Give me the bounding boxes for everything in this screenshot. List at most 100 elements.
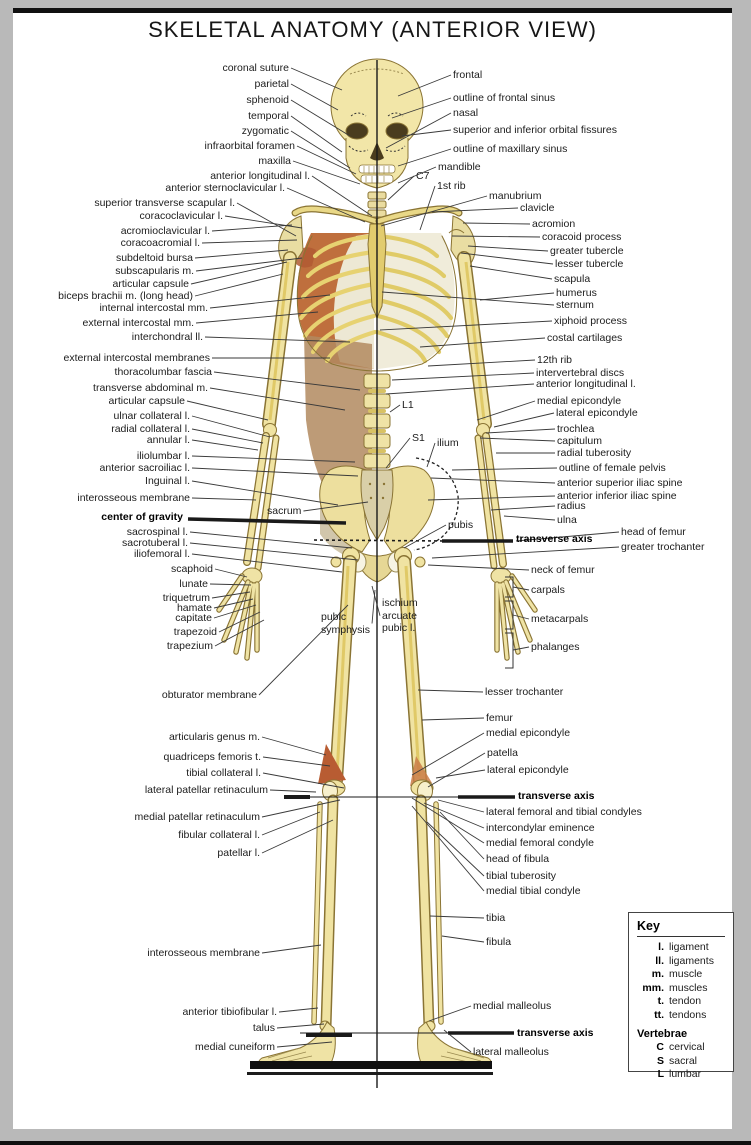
anatomy-label: tibia <box>486 912 506 924</box>
knee-muscle-right <box>410 756 432 786</box>
leader-line <box>261 944 322 954</box>
leader-line <box>292 160 361 185</box>
leader-line <box>417 689 484 693</box>
leader-line <box>429 915 485 919</box>
leader-line <box>397 74 452 97</box>
anatomy-label: medial cuneiform <box>195 1041 275 1053</box>
key-title: Key <box>637 919 725 937</box>
leader-line <box>490 505 556 511</box>
leader-line <box>189 542 359 561</box>
leader-line <box>385 383 535 395</box>
key-vertebrae-title: Vertebrae <box>637 1028 688 1040</box>
anatomy-label: lateral epicondyle <box>487 764 569 776</box>
leader-line <box>380 195 488 227</box>
anatomy-label: patellar l. <box>217 847 260 859</box>
leader-line <box>485 428 556 434</box>
anatomy-label: clavicle <box>520 202 555 214</box>
leader-line <box>439 811 485 860</box>
leader-line <box>214 619 265 647</box>
leader-line <box>218 611 261 633</box>
anatomy-label: Inguinal l. <box>145 475 190 487</box>
leader-line <box>411 805 485 892</box>
leader-line <box>201 239 298 244</box>
leader-line <box>401 129 452 137</box>
anatomy-label: iliolumbar l. <box>136 450 190 462</box>
leader-line <box>443 1029 472 1053</box>
legs <box>258 547 492 1066</box>
leader-line <box>261 819 334 854</box>
anatomy-label: articular capsule <box>108 395 185 407</box>
leader-line <box>191 467 359 477</box>
anatomy-label: thoracolumbar fascia <box>114 366 212 378</box>
key-row: t.tendon <box>637 995 725 1009</box>
leader-line <box>191 439 259 451</box>
anatomy-label: capitulum <box>557 435 602 447</box>
anatomy-label: greater tubercle <box>550 245 624 257</box>
reference-lines <box>187 60 515 1088</box>
key-meaning: lumbar <box>669 1068 702 1080</box>
leader-line <box>209 387 346 411</box>
leader-line <box>462 222 531 225</box>
female-pelvis-outline <box>413 457 459 551</box>
anatomy-label: interchondral ll. <box>131 331 203 343</box>
leader-line <box>211 591 251 599</box>
leader-line <box>276 1041 333 1048</box>
anatomy-label: iliofemoral l. <box>133 548 190 560</box>
anatomy-label: lateral malleolus <box>473 1046 549 1058</box>
anatomy-label: lateral patellar retinaculum <box>144 784 268 796</box>
leader-line <box>430 477 556 484</box>
leader-line <box>379 320 553 331</box>
anatomy-label: 12th rib <box>537 354 573 366</box>
anatomy-label: sacrotuberal l. <box>122 537 188 549</box>
anatomy-label: subscapularis m. <box>115 265 194 277</box>
arms <box>216 251 538 669</box>
anatomy-label: parietal <box>254 78 289 90</box>
leader-line <box>278 1007 319 1013</box>
leader-line <box>403 524 447 549</box>
anatomy-label: articular capsule <box>112 278 189 290</box>
anatomy-label: anterior longitudinal l. <box>210 170 310 182</box>
anatomy-label: anterior inferior iliac spine <box>557 490 677 502</box>
anatomy-label: lesser tubercle <box>555 258 624 270</box>
ground-line <box>247 1072 493 1075</box>
leader-line <box>451 235 541 238</box>
anatomy-label: acromion <box>532 218 576 230</box>
leader-line <box>191 553 343 573</box>
anatomy-label: medial epicondyle <box>537 395 622 407</box>
anatomy-label: fibula <box>486 936 512 948</box>
anatomy-label: trapezium <box>166 640 213 652</box>
leader-line <box>387 175 415 201</box>
leader-line <box>213 371 361 391</box>
anatomy-label: intervertebral discs <box>536 367 625 379</box>
anatomy-label: interosseous membrane <box>77 492 190 504</box>
anatomy-label: transverse axis <box>517 1027 594 1039</box>
key-meaning: tendon <box>669 995 702 1007</box>
anatomy-label: mandible <box>438 161 481 173</box>
leader-line <box>493 412 555 428</box>
leader-line <box>194 249 289 259</box>
anatomy-label: maxilla <box>258 155 291 167</box>
anatomy-label: intercondylar eminence <box>486 822 595 834</box>
anatomy-label: capitate <box>175 612 212 624</box>
key-abbr: mm. <box>642 981 664 994</box>
anatomy-label: transverse axis <box>518 790 595 802</box>
leader-line <box>262 772 345 789</box>
key-row: mm.muscles <box>637 982 725 996</box>
anatomy-label: lunate <box>179 578 208 590</box>
leader-line <box>224 215 303 229</box>
anatomy-label: triquetrum <box>162 592 210 604</box>
leader-line <box>476 400 536 421</box>
leader-line <box>186 400 269 421</box>
leader-line <box>515 531 620 542</box>
anatomy-label: tibial collateral l. <box>186 767 261 779</box>
key-abbr: ll. <box>655 954 664 967</box>
anatomy-label: superior and inferior orbital fissures <box>453 124 617 136</box>
leader-line <box>261 736 327 756</box>
leader-line <box>427 752 486 788</box>
leader-line <box>209 294 331 309</box>
leader-line <box>191 428 264 444</box>
anatomy-label: infraorbital foramen <box>204 140 295 152</box>
